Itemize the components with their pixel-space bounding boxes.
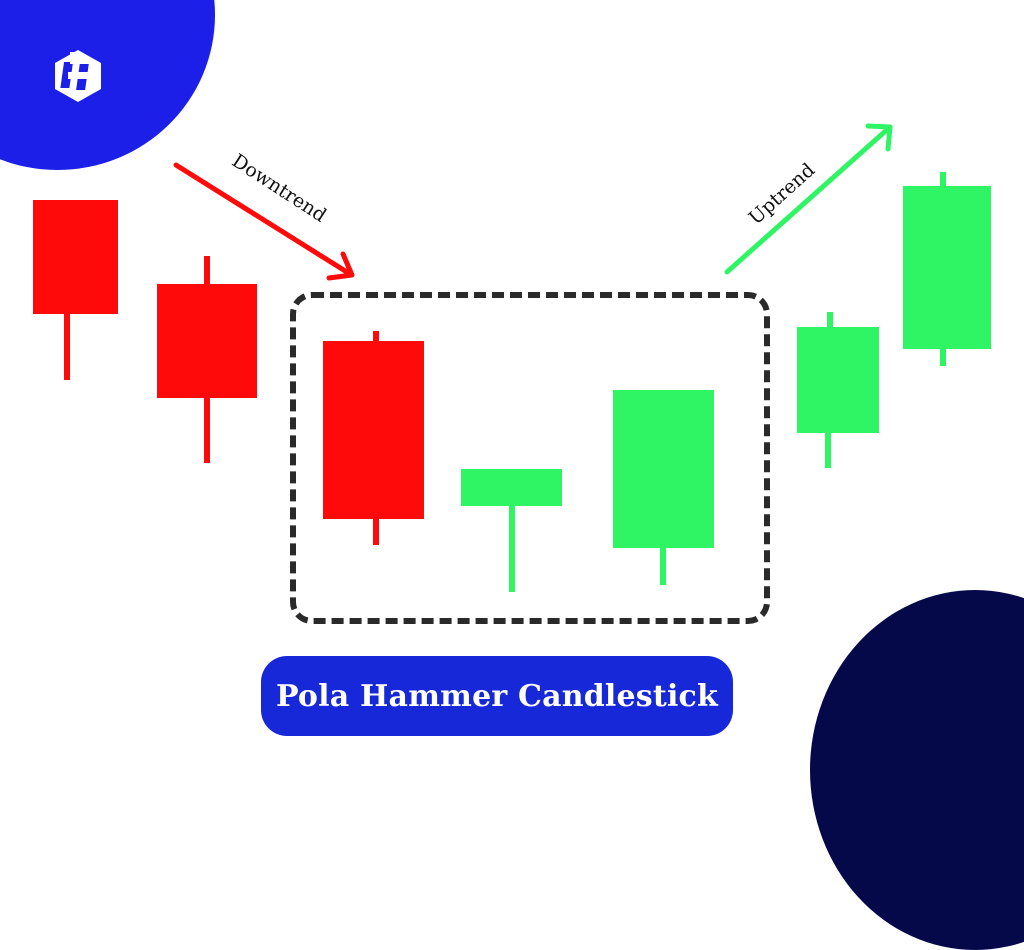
hammer-candle-body (461, 469, 562, 506)
hexagon-h-logo-icon (55, 50, 101, 102)
candle-6-upper-wick (827, 312, 833, 329)
candle-6-lower-wick (825, 431, 831, 468)
candle-5-lower-wick (660, 546, 666, 585)
trend-arrows (173, 123, 893, 281)
candle-1-lower-wick (64, 312, 70, 380)
title-text: Pola Hammer Candlestick (275, 678, 719, 714)
candle-3-upper-wick (373, 331, 379, 343)
candle-6-body (797, 327, 879, 433)
candle-3-body (323, 341, 424, 519)
candle-2-lower-wick (204, 396, 210, 463)
candle-7-body (903, 186, 991, 349)
uptrend-arrow-icon (724, 123, 893, 275)
candle-2-upper-wick (204, 256, 210, 286)
hammer-pattern-highlight-box (290, 292, 770, 624)
candle-7-lower-wick (940, 347, 946, 366)
candle-7-upper-wick (940, 172, 946, 188)
candle-2-body (157, 284, 257, 398)
candle-1-body (33, 200, 118, 314)
downtrend-arrow-icon (173, 162, 355, 281)
hammer-candle-lower-wick (509, 504, 515, 592)
candle-5-body (613, 390, 714, 548)
title-banner: Pola Hammer Candlestick (261, 656, 733, 736)
candle-3-lower-wick (373, 517, 379, 545)
